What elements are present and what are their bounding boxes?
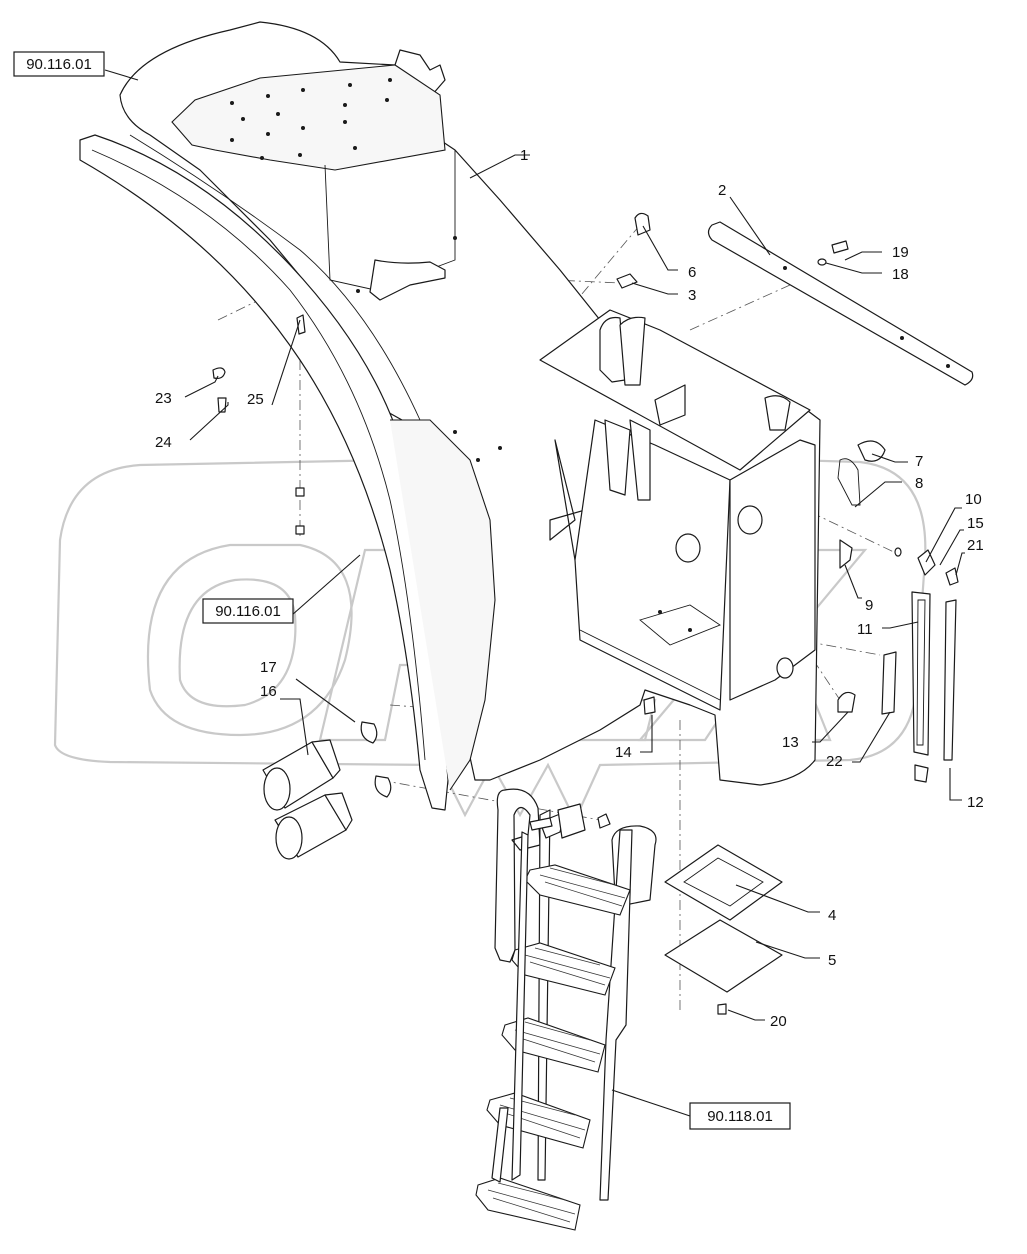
reference-label: 90.118.01 (707, 1108, 773, 1125)
fender-assembly (79, 21, 821, 811)
hardware-parts (212, 212, 959, 1015)
callout-labels: 1 2 3 4 5 6 7 8 9 10 11 12 13 14 15 16 1… (155, 147, 984, 1030)
callout-9: 9 (865, 597, 873, 614)
callout-20: 20 (770, 1013, 787, 1030)
callout-11: 11 (857, 621, 873, 638)
callout-19: 19 (892, 244, 909, 261)
callout-22: 22 (826, 753, 843, 770)
callout-18: 18 (892, 266, 909, 283)
callout-7: 7 (915, 453, 923, 470)
callout-8: 8 (915, 475, 923, 492)
callout-10: 10 (965, 491, 982, 508)
callout-6: 6 (688, 264, 696, 281)
callout-14: 14 (615, 744, 632, 761)
part-4-5-plates (664, 844, 783, 993)
leader-lines (104, 69, 965, 1117)
callout-1: 1 (520, 147, 528, 164)
callout-25: 25 (247, 391, 264, 408)
callout-24: 24 (155, 434, 172, 451)
callout-13: 13 (782, 734, 799, 751)
callout-21: 21 (967, 537, 984, 554)
callout-5: 5 (828, 952, 836, 969)
reference-label: 90.116.01 (215, 603, 281, 620)
callout-4: 4 (828, 907, 836, 924)
reference-90-116-01-top: 90.116.01 (13, 51, 105, 77)
reference-90-118-01: 90.118.01 (689, 1102, 791, 1130)
callout-17: 17 (260, 659, 277, 676)
callout-23: 23 (155, 390, 172, 407)
part-2-support-bar (707, 221, 974, 386)
callout-2: 2 (718, 182, 726, 199)
callout-15: 15 (967, 515, 984, 532)
reference-90-116-01-middle: 90.116.01 (202, 598, 294, 624)
callout-16: 16 (260, 683, 277, 700)
callout-3: 3 (688, 287, 696, 304)
callout-12: 12 (967, 794, 984, 811)
reference-label: 90.116.01 (26, 56, 92, 73)
part-16-cylinders (262, 739, 353, 860)
step-ladder-assembly (475, 788, 657, 1231)
